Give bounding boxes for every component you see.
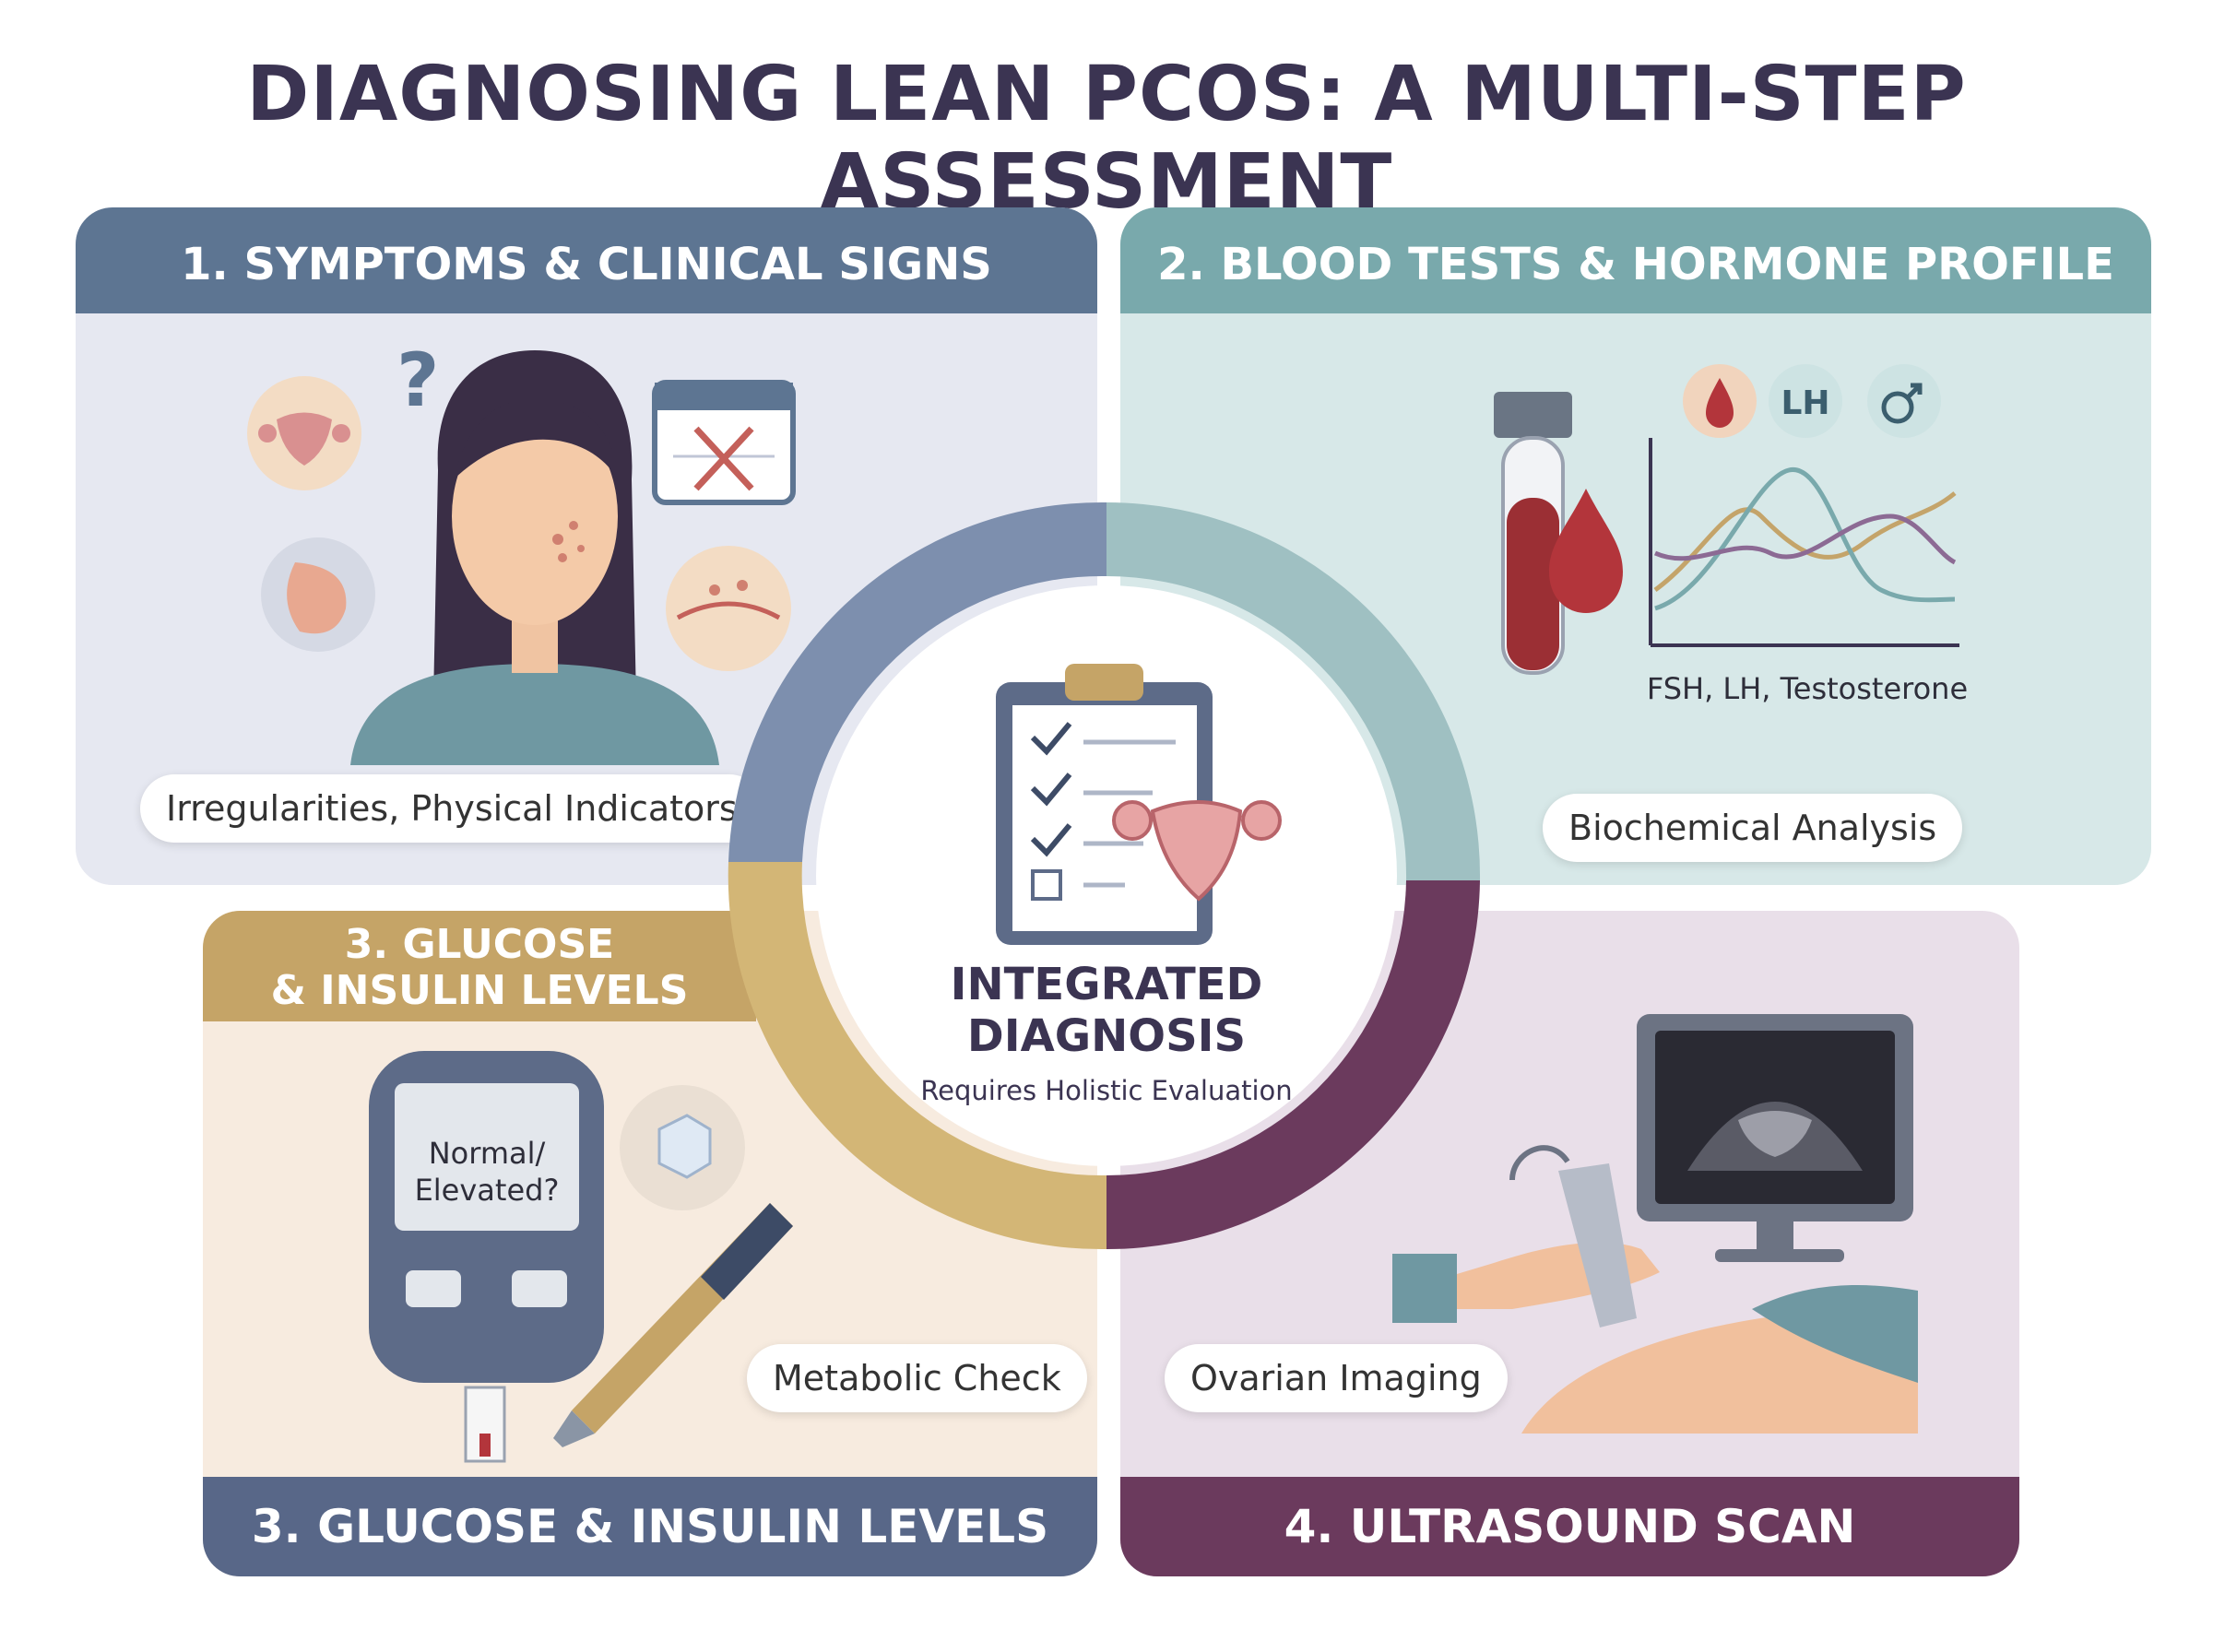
question-mark-icon: ? [396, 337, 439, 423]
step-3-pill: Metabolic Check [747, 1344, 1087, 1412]
step-1-pill: Irregularities, Physical Indicators [140, 774, 763, 843]
step-3-header-top-line1: 3. GLUCOSE [344, 921, 615, 968]
clipboard-icon [996, 664, 1213, 945]
page-title: DIAGNOSING LEAN PCOS: A MULTI-STEP ASSES… [246, 51, 1967, 226]
lh-badge-icon [1769, 364, 1842, 438]
center-title: INTEGRATED DIAGNOSIS [830, 959, 1383, 1062]
ring-segment-2 [1106, 502, 1481, 880]
glucose-meter-icon [369, 1051, 604, 1463]
step-4-pill: Ovarian Imaging [1165, 1344, 1508, 1412]
step-1-header: 1. SYMPTOMS & CLINICAL SIGNS [76, 207, 1097, 313]
ring-segment-3 [728, 862, 1106, 1250]
calendar-icon [652, 380, 796, 505]
skin-bubble-icon [666, 546, 791, 671]
ultrasound-hand-icon [1392, 1145, 1660, 1328]
step-4-header: 4. ULTRASOUND SCAN [1120, 1477, 2019, 1576]
step-3-header-top: 3. GLUCOSE & INSULIN LEVELS [203, 911, 756, 1021]
meter-text-line1: Normal/ [429, 1136, 546, 1171]
meter-text-line2: Elevated? [415, 1173, 560, 1208]
center-title-line1: INTEGRATED [950, 959, 1263, 1010]
sugar-cube-bubble-icon [620, 1085, 745, 1210]
step-2-pill: Biochemical Analysis [1543, 794, 1963, 862]
insulin-pen-icon [553, 1203, 793, 1447]
woman-face-icon [452, 407, 618, 625]
center-subtitle: Requires Holistic Evaluation [920, 1075, 1293, 1106]
hormone-chart-icon [1649, 438, 1959, 647]
step-3-header: 3. GLUCOSE & INSULIN LEVELS [203, 1477, 1097, 1576]
blood-drop-icon [1549, 489, 1623, 613]
step-3-header-top-line2: & INSULIN LEVELS [270, 967, 689, 1014]
step-2-header: 2. BLOOD TESTS & HORMONE PROFILE [1120, 207, 2151, 313]
lh-badge-label: LH [1781, 384, 1829, 422]
ring-segment-1 [728, 502, 1106, 862]
woman-body-icon [350, 664, 719, 765]
blood-badge-icon [1683, 364, 1757, 438]
hormone-chart-label: FSH, LH, Testosterone [1647, 671, 1968, 706]
center-title-line2: DIAGNOSIS [966, 1010, 1247, 1062]
uterus-icon [1112, 800, 1282, 902]
ring-segment-4 [1106, 880, 1480, 1249]
ultrasound-monitor-icon [1637, 1014, 1913, 1262]
blood-tube-icon [1494, 392, 1572, 675]
male-symbol-badge-icon [1867, 364, 1941, 438]
